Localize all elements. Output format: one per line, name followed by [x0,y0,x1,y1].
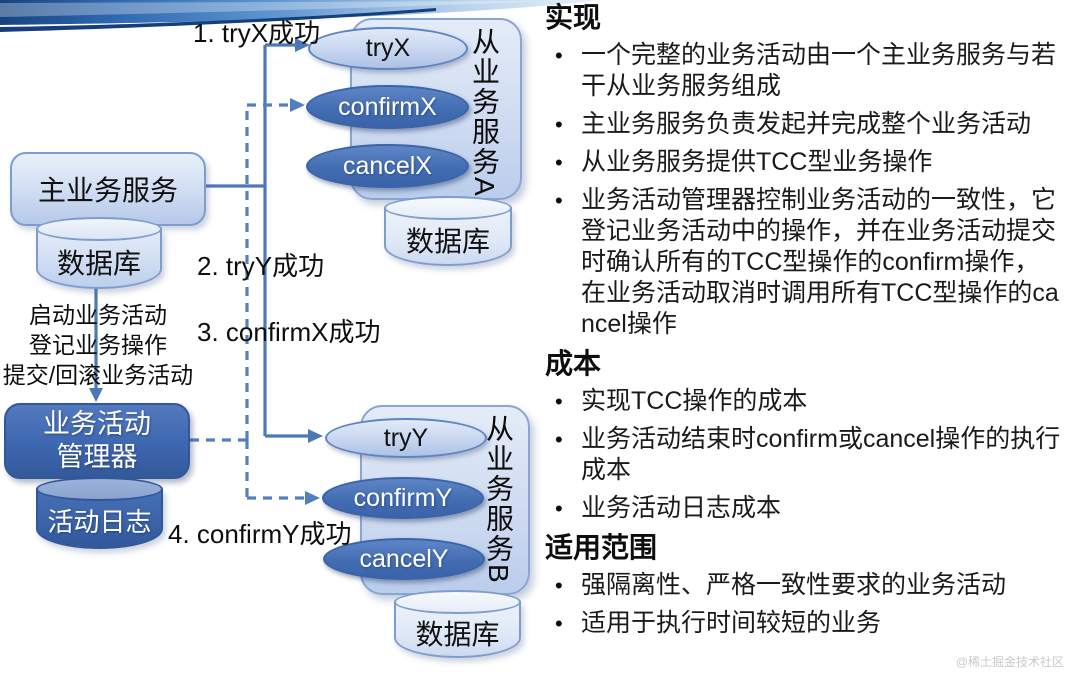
arrow-tryy [308,429,323,443]
op-cancely: cancelY [323,538,485,580]
service-b-database: 数据库 [394,590,521,658]
arrow-tryx [295,38,310,52]
cylinder-top [36,217,162,241]
solid-flow-line [206,43,309,438]
arrow-confirmx [290,98,305,112]
bullet-text: 业务活动结束时confirm或cancel操作的执行成本 [581,425,1061,484]
cylinder-top [36,477,163,501]
step-label-4: 4. confirmY成功 [168,519,352,549]
bullet-text: 业务活动管理器控制业务活动的一致性，它登记业务活动中的操作，并在业务活动提交时确… [581,186,1059,338]
bullet-item: • 从业务服务提供TCC型业务操作 [543,147,1080,178]
service-b-label: 从业务服务B [483,414,514,585]
watermark: @稀土掘金技术社区 [955,655,1064,669]
service-a-database: 数据库 [384,196,512,266]
op-tryy: tryY [325,418,487,458]
top-banner [0,0,598,32]
bullet-text: 从业务服务提供TCC型业务操作 [581,148,933,176]
op-cancelx: cancelX [306,144,469,188]
arrow-manager [89,388,103,402]
bullet-item: • 业务活动日志成本 [543,493,1080,524]
info-panel: 实现 • 一个完整的业务活动由一个主业务服务与若干从业务服务组成 • 主业务服务… [543,0,1080,646]
bullet-marker: • [555,611,563,636]
cylinder-body [384,208,512,266]
arrow-confirmy [305,491,320,505]
bullet-text: 业务活动日志成本 [581,494,782,522]
bullet-marker: • [555,188,563,213]
step-label-3: 3. confirmX成功 [197,317,381,347]
bullet-marker: • [555,43,563,68]
manager-label-line2: 管理器 [56,442,138,472]
cylinder-top [384,196,512,220]
activity-log-label: 活动日志 [47,507,152,537]
activity-manager-box: 业务活动 管理器 [4,403,190,479]
bullet-marker: • [555,389,563,414]
section-cost: 成本 • 实现TCC操作的成本 • 业务活动结束时confirm或cancel操… [543,348,1080,524]
bullet-item: • 实现TCC操作的成本 [543,386,1080,417]
bullet-item: • 业务活动结束时confirm或cancel操作的执行成本 [543,424,1080,486]
bullet-text: 实现TCC操作的成本 [581,387,808,415]
step-label-1: 1. tryX成功 [193,18,321,48]
banner-highlight [0,1,545,17]
main-db-label: 数据库 [56,248,141,279]
main-service-box: 主业务服务 [10,152,206,226]
bullet-text: 强隔离性、严格一致性要求的业务活动 [581,571,1007,599]
manager-label-line1: 业务活动 [43,409,151,439]
banner-navy-streak [0,8,436,32]
op-confirmx: confirmX [306,85,469,129]
section-implementation: 实现 • 一个完整的业务活动由一个主业务服务与若干从业务服务组成 • 主业务服务… [543,2,1080,340]
op-tryx: tryX [308,27,468,70]
service-a-db-label: 数据库 [405,226,490,257]
section-heading: 实现 [545,2,602,33]
main-database: 数据库 [36,217,162,289]
cylinder-top [394,590,521,614]
bullet-marker: • [555,427,563,452]
bullet-text: 适用于执行时间较短的业务 [581,609,882,637]
banner-swoosh [0,0,598,25]
bullet-marker: • [555,150,563,175]
note-line: 提交/回滚业务活动 [2,362,194,388]
bullet-marker: • [555,496,563,521]
manager-notes: 启动业务活动 登记业务操作 提交/回滚业务活动 [0,300,200,390]
bullet-item: • 一个完整的业务活动由一个主业务服务与若干从业务服务组成 [543,40,1080,102]
step-label-2: 2. tryY成功 [197,251,325,281]
section-heading: 适用范围 [545,532,658,563]
section-scope: 适用范围 • 强隔离性、严格一致性要求的业务活动 • 适用于执行时间较短的业务 [543,532,1080,639]
service-b-db-label: 数据库 [415,619,500,650]
bullet-text: 主业务服务负责发起并完成整个业务活动 [581,110,1032,138]
bullet-item: • 适用于执行时间较短的业务 [543,608,1080,639]
bullet-item: • 强隔离性、严格一致性要求的业务活动 [543,570,1080,601]
section-heading: 成本 [545,348,602,379]
note-line: 登记业务操作 [29,332,167,358]
service-a-label: 从业务服务A [469,27,500,198]
bullet-text: 一个完整的业务活动由一个主业务服务与若干从业务服务组成 [581,41,1057,100]
bullet-item: • 主业务服务负责发起并完成整个业务活动 [543,109,1080,140]
op-confirmy: confirmY [322,477,484,519]
bullet-marker: • [555,573,563,598]
note-line: 启动业务活动 [29,302,167,328]
dashed-flow-line [190,103,306,500]
bullet-item: • 业务活动管理器控制业务活动的一致性，它登记业务活动中的操作，并在业务活动提交… [543,185,1080,340]
bullet-marker: • [555,112,563,137]
activity-log-cylinder: 活动日志 [36,477,163,549]
